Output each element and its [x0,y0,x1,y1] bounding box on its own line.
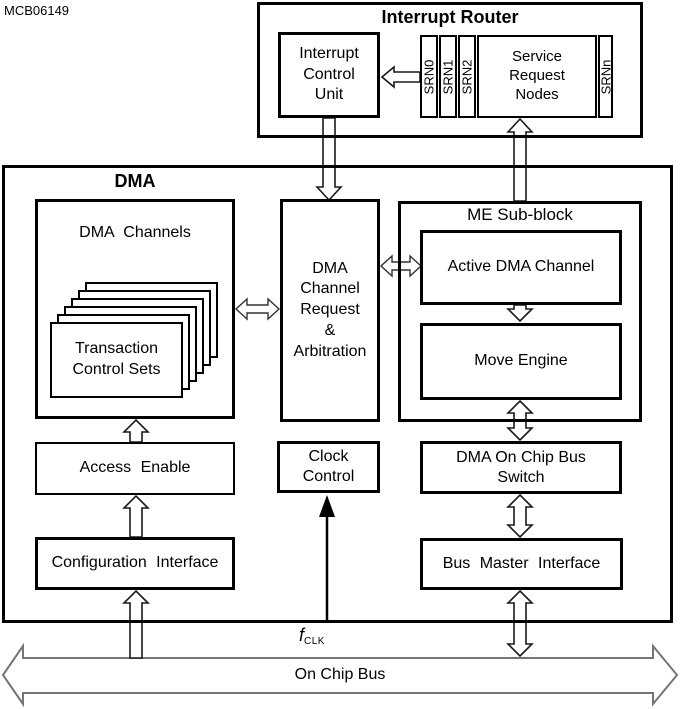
interrupt-router-title: Interrupt Router [381,7,519,27]
configuration-interface-box: Configuration Interface [35,537,235,590]
me-subblock-box [398,201,642,422]
fclk-label: fCLK [299,625,325,647]
service-request-nodes-box: SRN0 SRN1 SRN2 Service Request Nodes SRN… [420,35,613,118]
arrow-bus-config [122,589,150,659]
srn0-label: SRN0 [421,59,437,94]
bus-master-interface-label: Bus Master Interface [442,554,601,572]
tcs-front-card: Transaction Control Sets [50,322,183,398]
arrow-me-to-srn [506,117,534,202]
arrow-active-move [506,304,534,323]
fclk-symbol: f [299,625,305,645]
interrupt-router-box [257,2,643,138]
arrow-config-access [122,494,150,538]
clock-control-box: Clock Control [277,441,380,493]
srnn-label: SRNn [598,59,613,94]
srn0-cell: SRN0 [420,35,438,118]
access-enable-box: Access Enable [35,442,235,495]
active-dma-channel-box: Active DMA Channel [420,230,622,305]
srn2-cell: SRN2 [458,35,476,118]
on-chip-bus-arrow [1,642,679,708]
service-request-nodes-label: Service Request Nodes [509,48,565,103]
dma-bus-switch-label: DMA On Chip Bus Switch [456,449,586,486]
dma-channel-request-box: DMA Channel Request & Arbitration [280,199,380,422]
figure-label: MCB06149 [4,3,70,18]
dma-channel-request-label: DMA Channel Request & Arbitration [293,259,367,360]
dma-channels-label: DMA Channels [79,224,191,241]
service-request-nodes-cell: Service Request Nodes [477,35,597,118]
fclk-arrowhead [319,495,335,517]
transaction-control-sets-label: Transaction Control Sets [72,340,161,378]
srn1-label: SRN1 [440,59,456,94]
access-enable-label: Access Enable [79,459,191,477]
move-engine-box: Move Engine [420,323,622,400]
active-dma-channel-label: Active DMA Channel [447,258,595,276]
srnn-cell: SRNn [598,35,613,118]
configuration-interface-label: Configuration Interface [51,554,219,572]
on-chip-bus-label: On Chip Bus [294,666,386,683]
dma-title: DMA [114,171,156,191]
clock-control-label: Clock Control [302,448,355,485]
interrupt-control-unit-label: Interrupt Control Unit [299,45,359,104]
move-engine-label: Move Engine [474,352,568,370]
srn1-cell: SRN1 [439,35,457,118]
dma-bus-switch-box: DMA On Chip Bus Switch [420,441,622,494]
interrupt-control-unit-box: Interrupt Control Unit [278,32,380,118]
arrow-busmaster-bus [506,589,534,658]
srn2-label: SRN2 [459,59,475,94]
me-subblock-title: ME Sub-block [467,205,573,224]
fclk-subscript: CLK [304,636,325,647]
dma-box [2,165,673,623]
arrow-channels-request [234,297,281,321]
arrow-access-channels [122,418,150,443]
bus-master-interface-box: Bus Master Interface [420,538,623,590]
arrow-icu-to-request [315,117,343,202]
dma-channels-box [35,199,235,419]
arrow-switch-busmaster [506,493,534,539]
